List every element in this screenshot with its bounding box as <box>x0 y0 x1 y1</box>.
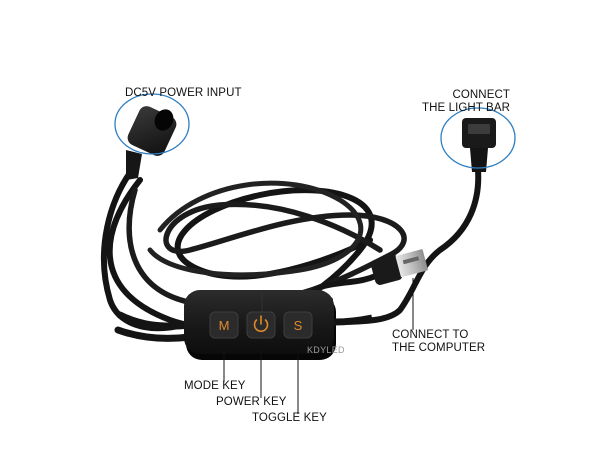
usb-slot <box>402 256 420 265</box>
label-toggle-key: TOGGLE KEY <box>252 412 327 424</box>
cable-loop-3 <box>147 180 364 278</box>
usb-plug <box>370 249 428 285</box>
label-connect-computer: CONNECT TO THE COMPUTER <box>392 329 485 355</box>
cable-right-of-box <box>333 314 373 326</box>
toggle-button[interactable] <box>283 311 313 339</box>
label-mode-key: MODE KEY <box>184 380 246 392</box>
label-power-key: POWER KEY <box>216 396 287 408</box>
pointer-lines <box>223 278 414 414</box>
brand-mark: KDYLED <box>307 345 345 355</box>
toggle-button-label: S <box>294 318 303 333</box>
label-power-input: DC5V POWER INPUT <box>125 87 242 99</box>
plug-opening <box>154 109 174 131</box>
dc-power-plug <box>126 106 177 180</box>
label-connect-light-bar-line1: CONNECT <box>452 89 510 101</box>
label-connect-light-bar: CONNECT THE LIGHT BAR <box>420 89 510 115</box>
usb-housing <box>370 254 403 285</box>
plug-strain-relief <box>126 150 142 180</box>
power-icon <box>253 315 269 332</box>
light-bar-connector <box>462 118 496 172</box>
cable-left-of-box <box>116 311 194 330</box>
connector-neck <box>470 148 488 172</box>
highlight-circle-light-bar <box>440 107 516 169</box>
usb-metal <box>395 249 428 278</box>
cable-to-light-bar <box>327 167 482 325</box>
label-connect-computer-line1: CONNECT TO <box>392 329 469 341</box>
mode-button[interactable] <box>209 311 239 339</box>
power-button[interactable] <box>246 311 276 339</box>
label-connect-computer-line2: THE COMPUTER <box>392 342 486 354</box>
connector-pins <box>468 124 490 134</box>
label-connect-light-bar-line2: THE LIGHT BAR <box>422 102 510 114</box>
mode-button-label: M <box>219 318 230 333</box>
cable-left-of-box-2 <box>114 326 194 342</box>
highlight-circle-power-input <box>114 93 190 155</box>
